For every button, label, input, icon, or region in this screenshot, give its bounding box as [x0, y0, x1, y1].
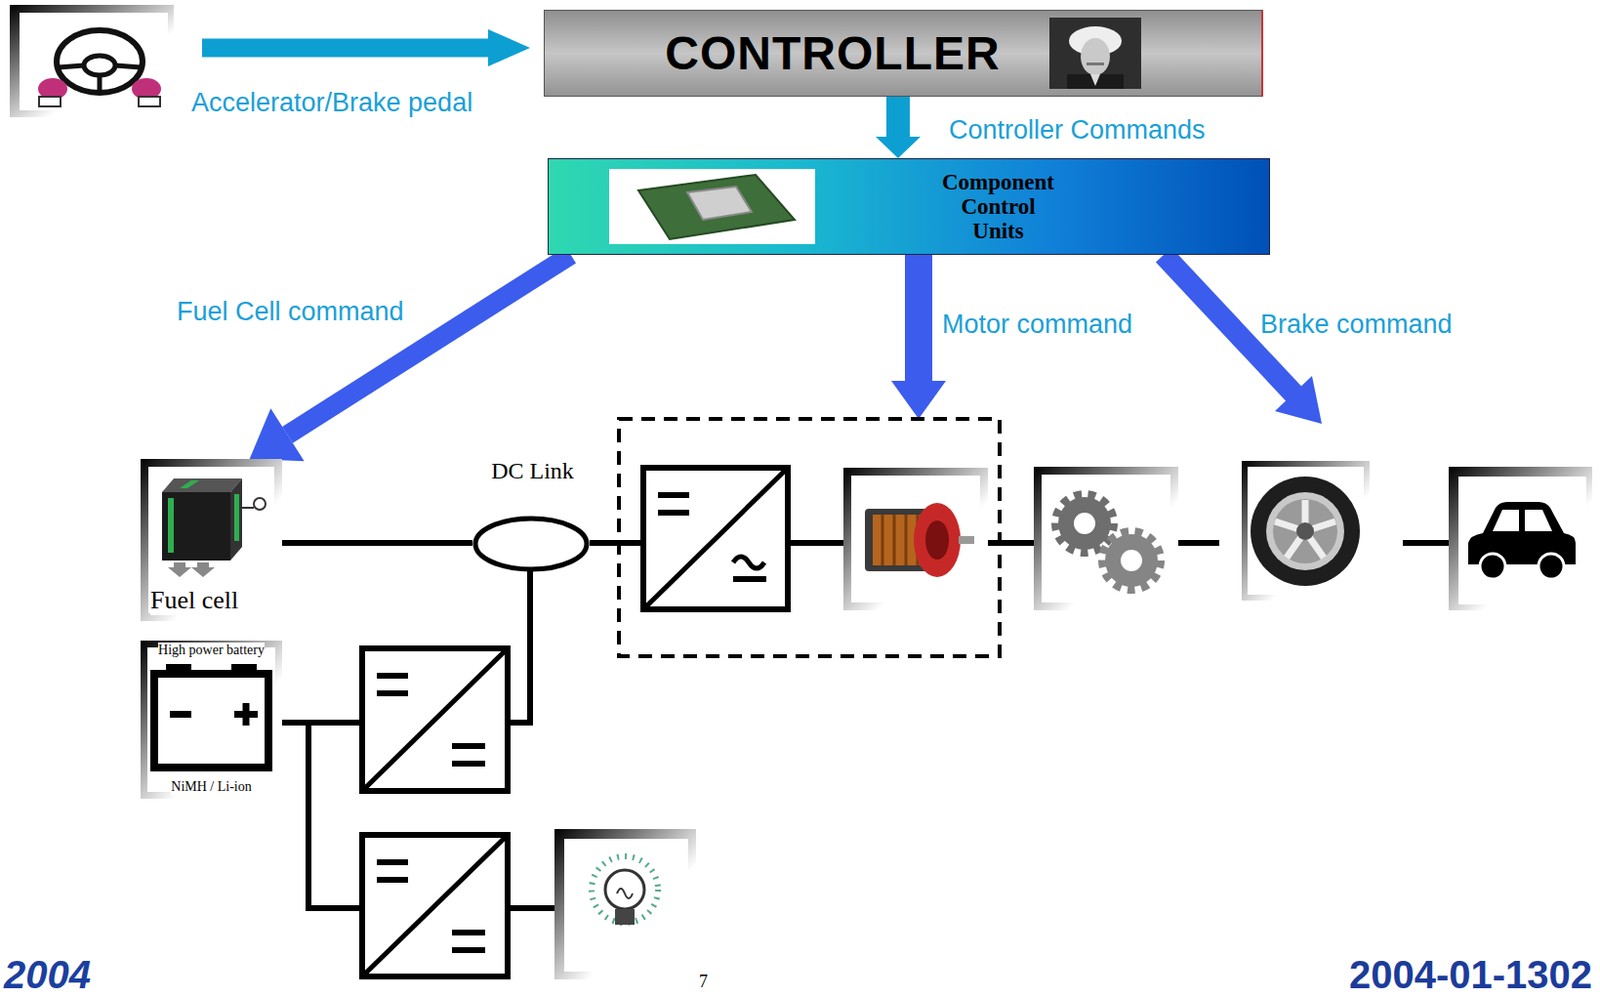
conference-logo: 2004 — [3, 954, 91, 994]
power-wire — [282, 541, 473, 543]
page-number: 7 — [698, 972, 708, 990]
edge-label: Fuel Cell command — [176, 296, 405, 328]
pedal-arrow — [202, 29, 531, 67]
dc-link-ellipse — [472, 515, 590, 573]
dcdc-converter-symbol — [362, 648, 508, 791]
signal-label: Motor command — [942, 311, 1133, 338]
driver-icon — [9, 4, 174, 118]
edge-label: Controller Commands — [948, 115, 1206, 146]
command-arrow — [249, 254, 572, 461]
light-bulb-picture — [554, 828, 697, 980]
node-label: Component Control Units — [935, 169, 1063, 245]
brake-command-arrow — [1163, 254, 1322, 424]
node-label: High power battery — [158, 642, 265, 658]
chip-image — [609, 168, 816, 245]
connector-line — [282, 539, 473, 546]
motor-command-arrow — [891, 254, 946, 419]
motor-picture — [843, 467, 988, 611]
signal-label: Accelerator/Brake pedal — [191, 89, 473, 117]
gears-picture — [1033, 466, 1179, 611]
motor-group-dashed-box — [618, 418, 1000, 657]
paper-number: 2004-01-1302 — [1349, 954, 1593, 994]
arrow-head — [875, 136, 921, 159]
node-sublabel: NiMH / Li-ion — [170, 779, 251, 795]
node-label: Fuel cell — [150, 585, 239, 616]
car-picture — [1448, 466, 1593, 611]
battery-box: High power batteryNiMH / Li-ion — [140, 640, 283, 799]
command-arrow — [875, 96, 921, 159]
control-unit-box: Component Control Units — [547, 158, 1271, 255]
signal-label: Brake command — [1260, 311, 1453, 338]
arrow-head — [249, 408, 305, 461]
battery-icon — [140, 640, 283, 799]
portrait-image — [1049, 17, 1142, 89]
dc-link-node: DC Link — [472, 456, 593, 573]
connector-line — [287, 254, 571, 435]
connector-line — [886, 96, 910, 137]
dcdc-converter-symbol — [362, 834, 508, 977]
fuel-cell-box: Fuel cell — [140, 458, 283, 621]
inverter-symbol — [643, 467, 788, 610]
node-label: CONTROLLER — [664, 30, 1000, 78]
node-label: DC Link — [472, 456, 593, 485]
controller-box: CONTROLLER — [543, 9, 1264, 97]
wheel-picture — [1241, 460, 1370, 601]
label-area: Component Control Units — [815, 169, 1270, 245]
